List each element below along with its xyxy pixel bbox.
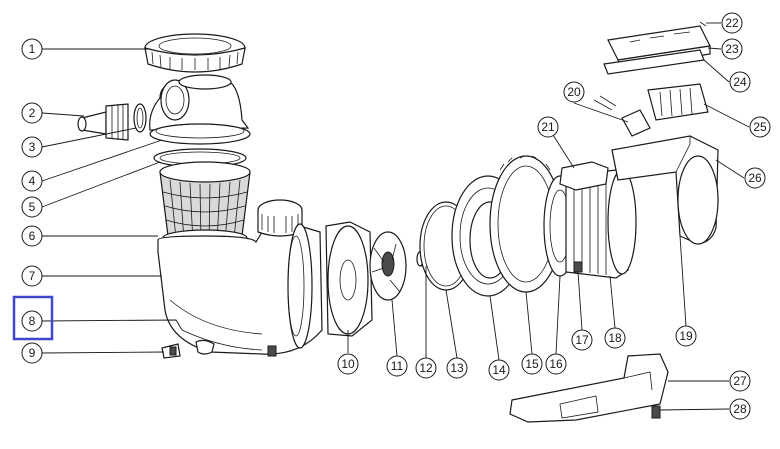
part-1-lid-ring <box>144 33 246 73</box>
svg-text:23: 23 <box>725 42 739 56</box>
callout-3: 3 <box>21 136 43 158</box>
svg-text:18: 18 <box>608 331 622 345</box>
part-3-o-ring <box>133 103 147 133</box>
callout-22: 22 <box>721 12 743 34</box>
svg-text:25: 25 <box>753 120 767 134</box>
leader-lines <box>41 22 750 411</box>
svg-text:28: 28 <box>733 402 747 416</box>
svg-text:6: 6 <box>29 229 36 243</box>
part-10-diffuser <box>325 221 373 337</box>
svg-text:27: 27 <box>733 374 747 388</box>
callout-11: 11 <box>386 355 408 377</box>
callout-17: 17 <box>571 329 593 351</box>
callout-8: 8 <box>21 310 43 332</box>
callout-27: 27 <box>729 370 751 392</box>
callout-6: 6 <box>21 225 43 247</box>
part-4-cover-ring <box>149 123 251 145</box>
callout-4: 4 <box>21 170 43 192</box>
part-19-motor-shroud <box>611 135 719 245</box>
callout-13: 13 <box>446 357 468 379</box>
callout-10: 10 <box>337 353 359 375</box>
callout-28: 28 <box>729 398 751 420</box>
svg-text:16: 16 <box>549 357 563 371</box>
callout-1: 1 <box>21 38 43 60</box>
callout-7: 7 <box>21 265 43 287</box>
strainer-housing-top <box>149 74 250 131</box>
callout-9: 9 <box>21 342 43 364</box>
svg-text:10: 10 <box>341 357 355 371</box>
part-28-screw <box>651 405 661 419</box>
svg-text:7: 7 <box>29 269 36 283</box>
svg-text:19: 19 <box>679 329 693 343</box>
callout-15: 15 <box>521 353 543 375</box>
svg-text:9: 9 <box>29 346 36 360</box>
svg-text:4: 4 <box>29 174 36 188</box>
callout-14: 14 <box>488 359 510 381</box>
svg-text:5: 5 <box>29 200 36 214</box>
svg-text:1: 1 <box>29 42 36 56</box>
part-27-base-stand <box>509 353 669 423</box>
callout-5: 5 <box>21 196 43 218</box>
callout-21: 21 <box>537 116 559 138</box>
callout-19: 19 <box>675 325 697 347</box>
svg-text:26: 26 <box>748 171 762 185</box>
svg-text:8: 8 <box>29 314 36 328</box>
svg-text:22: 22 <box>725 16 739 30</box>
part-21-terminal-box <box>559 161 609 191</box>
svg-text:21: 21 <box>541 120 555 134</box>
part-7-pump-body <box>157 199 323 357</box>
svg-text:15: 15 <box>525 357 539 371</box>
part-6-strainer-basket <box>159 161 251 247</box>
svg-text:3: 3 <box>29 140 36 154</box>
callout-20: 20 <box>563 81 585 103</box>
part-18-motor <box>565 169 637 279</box>
callout-2: 2 <box>21 102 43 124</box>
callout-25: 25 <box>749 116 771 138</box>
callout-16: 16 <box>545 353 567 375</box>
part-11-impeller <box>369 231 407 301</box>
svg-text:13: 13 <box>450 361 464 375</box>
svg-text:17: 17 <box>575 333 589 347</box>
highlight-box <box>12 295 54 341</box>
part-22-screw <box>699 21 707 27</box>
svg-text:12: 12 <box>419 361 433 375</box>
svg-text:24: 24 <box>733 75 747 89</box>
svg-text:11: 11 <box>391 359 404 373</box>
callout-23: 23 <box>721 38 743 60</box>
callout-18: 18 <box>604 327 626 349</box>
callout-12: 12 <box>415 357 437 379</box>
svg-text:2: 2 <box>29 106 36 120</box>
svg-text:14: 14 <box>492 363 506 377</box>
callout-24: 24 <box>729 71 751 93</box>
part-25-terminal-block <box>647 83 709 121</box>
callout-26: 26 <box>744 167 766 189</box>
part-20-capacitor <box>593 95 651 137</box>
part-9-drain-plug <box>161 339 215 359</box>
svg-text:20: 20 <box>567 85 581 99</box>
